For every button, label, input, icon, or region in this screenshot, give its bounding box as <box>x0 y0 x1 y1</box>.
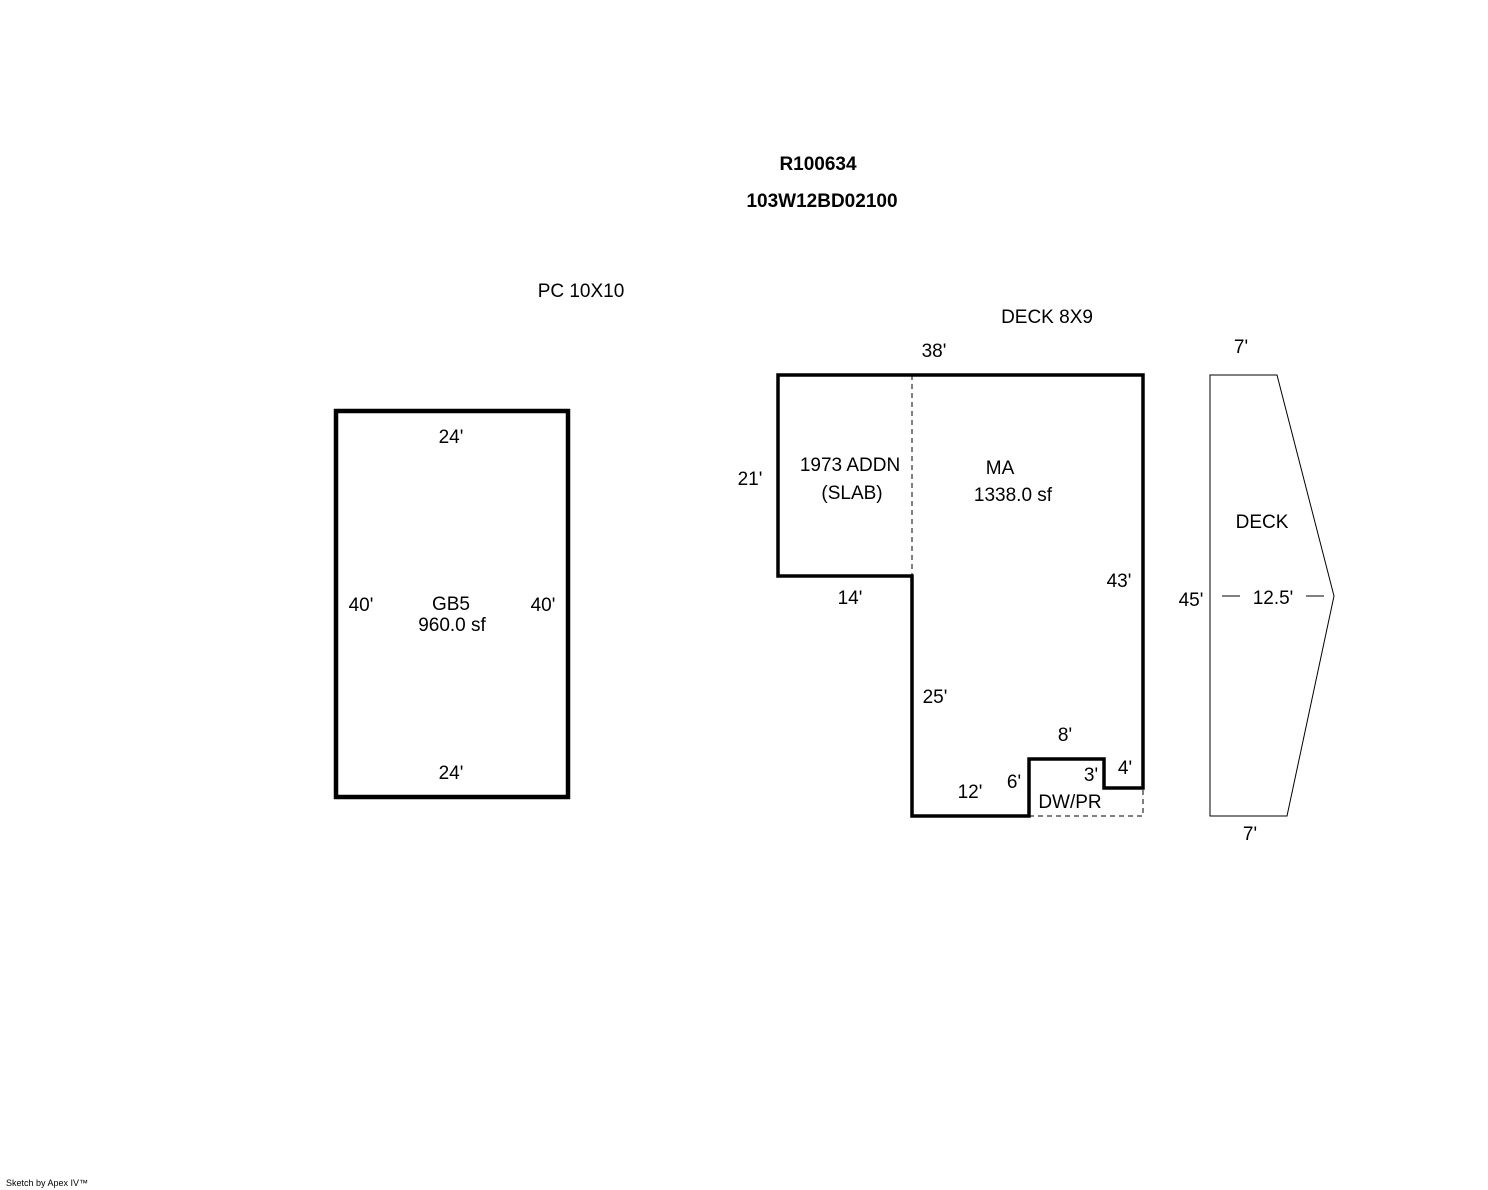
main-house-outline <box>776 373 1145 818</box>
main-right-dimension: 43' <box>1107 571 1132 592</box>
notch-top-dimension: 8' <box>1058 725 1072 746</box>
main-top-dimension: 38' <box>922 341 947 362</box>
addition-label-line1: 1973 ADDN <box>800 455 900 476</box>
main-area-size: 1338.0 sf <box>974 485 1053 506</box>
deck-size-note: DECK 8X9 <box>1001 307 1093 328</box>
porch-note: PC 10X10 <box>538 281 625 302</box>
main-area-label: MA <box>986 458 1015 479</box>
garage-bottom-dimension: 24' <box>439 763 464 784</box>
deck-bottom-dimension: 7' <box>1243 824 1257 845</box>
corner-right-dimension: 4' <box>1118 758 1132 779</box>
garage-left-dimension: 40' <box>349 595 374 616</box>
addition-label-line2: (SLAB) <box>821 483 882 504</box>
addition-left-dimension: 21' <box>738 469 763 490</box>
garage-label: GB5 <box>432 594 470 615</box>
deck-depth-dimension: 12.5' <box>1253 588 1294 609</box>
main-inner-left-dimension: 25' <box>923 687 948 708</box>
deck-label: DECK <box>1236 512 1289 533</box>
garage-top-dimension: 24' <box>439 427 464 448</box>
garage-outline <box>333 408 571 800</box>
dw-pr-outline <box>1029 788 1144 817</box>
notch-right-dimension: 3' <box>1084 765 1098 786</box>
addition-bottom-dimension: 14' <box>838 588 863 609</box>
notch-left-dimension: 6' <box>1007 772 1021 793</box>
deck-left-dimension: 45' <box>1179 590 1204 611</box>
sketch-credit: Sketch by Apex IV™ <box>6 1178 88 1188</box>
garage-area: 960.0 sf <box>418 615 486 636</box>
dw-pr-label: DW/PR <box>1038 792 1101 813</box>
map-tax-lot: 103W12BD02100 <box>746 191 897 212</box>
deck-top-dimension: 7' <box>1234 337 1248 358</box>
main-bottom-left-dimension: 12' <box>958 782 983 803</box>
deck-outline <box>1209 374 1335 817</box>
account-id: R100634 <box>779 154 857 175</box>
garage-right-dimension: 40' <box>531 595 556 616</box>
